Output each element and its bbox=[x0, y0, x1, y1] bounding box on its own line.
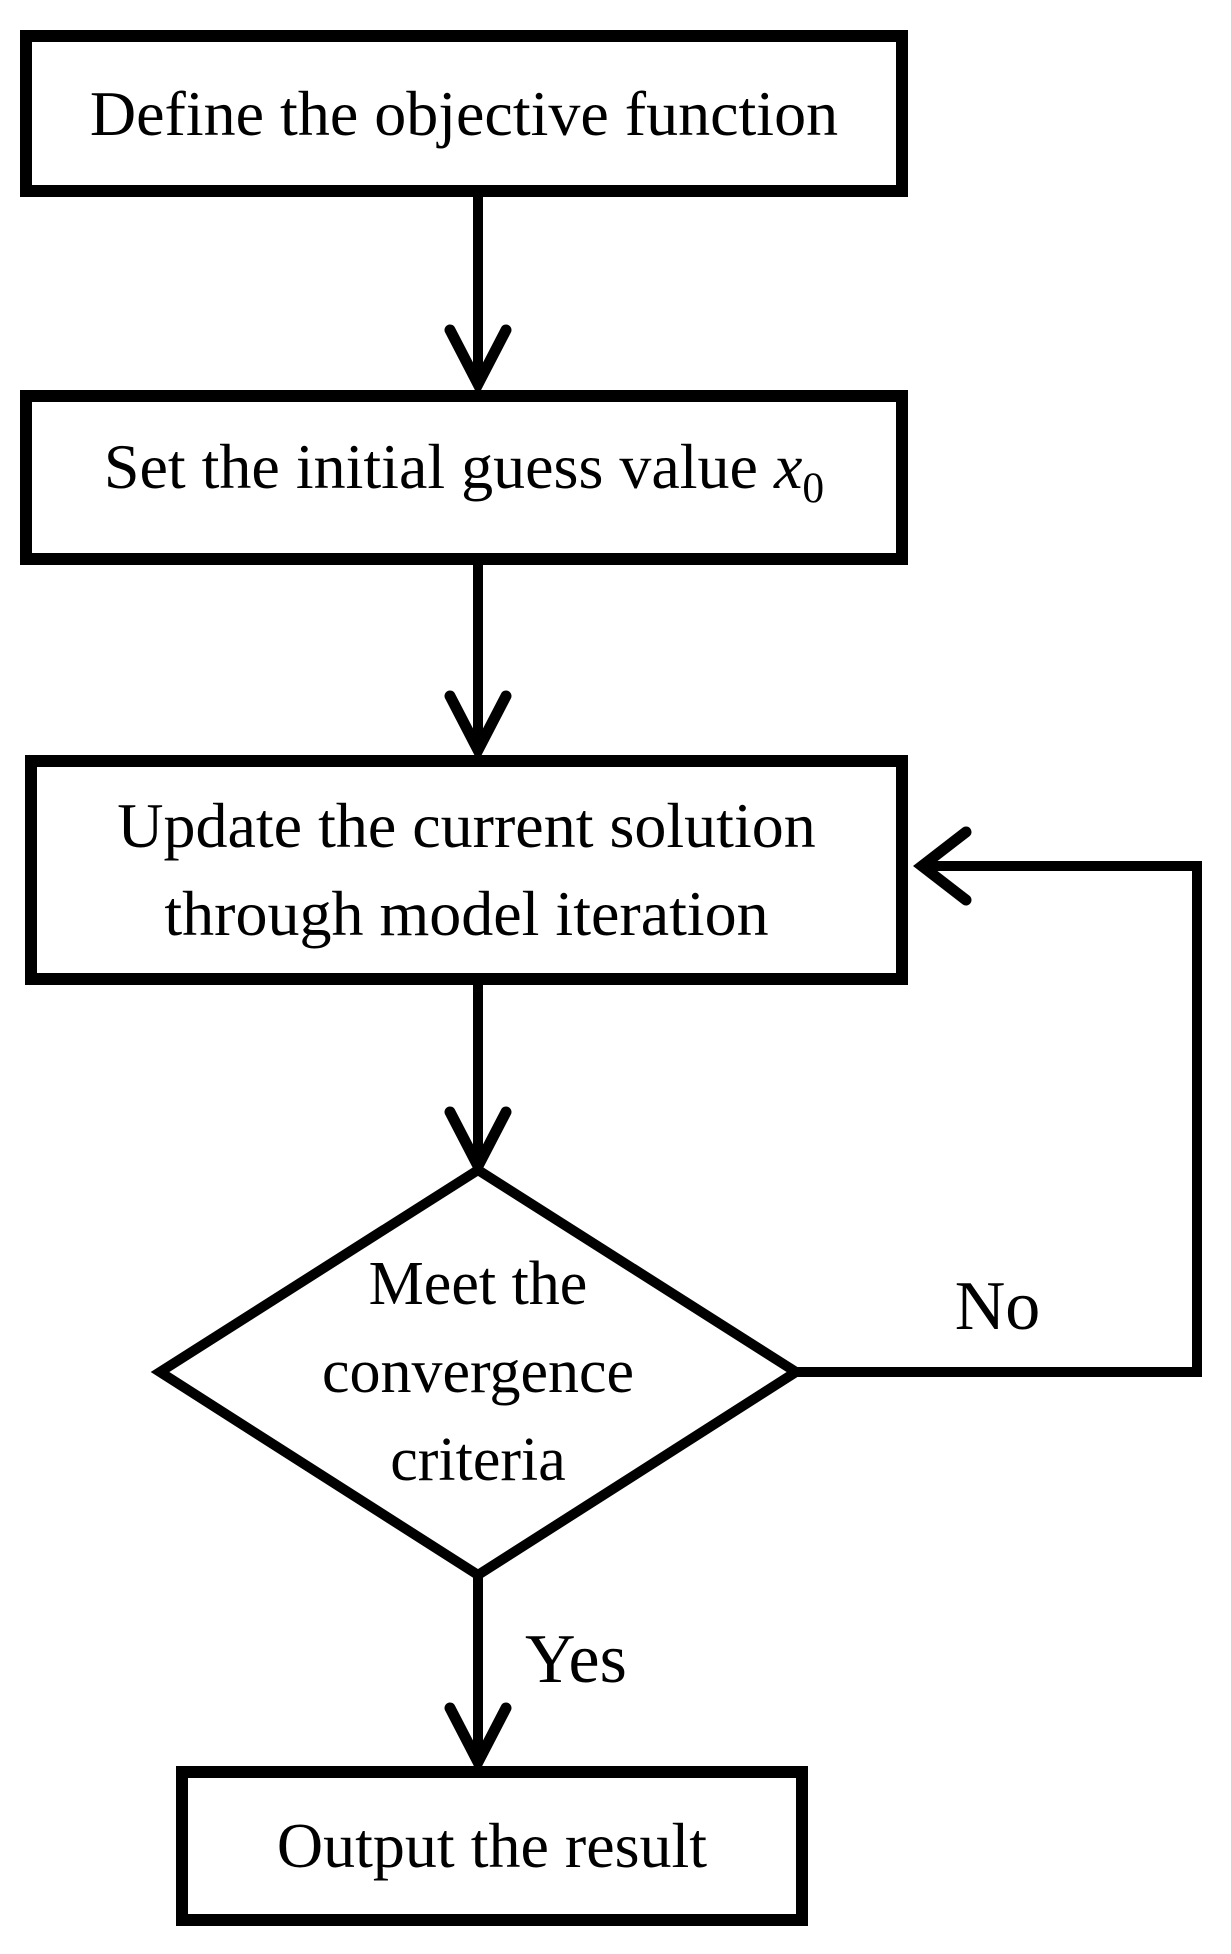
decision-line-2: convergence bbox=[321, 1338, 635, 1406]
decision-label: Meet the convergence criteria bbox=[178, 1240, 778, 1504]
no-branch-label: No bbox=[954, 1268, 1041, 1345]
process-box-update: Update the current solution through mode… bbox=[25, 755, 908, 985]
process-label-define: Define the objective function bbox=[89, 77, 839, 149]
process-box-define: Define the objective function bbox=[20, 30, 908, 197]
update-line-2: through model iteration bbox=[164, 878, 769, 949]
initial-guess-text: Set the initial guess value bbox=[103, 431, 774, 503]
decision-line-1: Meet the bbox=[368, 1250, 588, 1318]
decision-diamond bbox=[150, 1164, 806, 1581]
initial-guess-subscript: 0 bbox=[802, 463, 825, 512]
process-box-initial-guess: Set the initial guess value x0 bbox=[20, 390, 908, 565]
decision-line-3: criteria bbox=[390, 1426, 566, 1494]
arrow-decision-to-update-feedback bbox=[796, 826, 1202, 1377]
initial-guess-variable: x bbox=[773, 431, 803, 503]
yes-branch-label: Yes bbox=[525, 1621, 627, 1698]
process-label-output: Output the result bbox=[276, 1810, 708, 1881]
arrow-init-to-update bbox=[444, 560, 512, 762]
process-box-output: Output the result bbox=[176, 1766, 808, 1926]
process-label-update: Update the current solution through mode… bbox=[117, 782, 815, 958]
update-line-1: Update the current solution bbox=[117, 790, 816, 861]
process-label-initial-guess: Set the initial guess value x0 bbox=[104, 423, 824, 532]
arrow-update-to-decision bbox=[444, 980, 512, 1178]
arrow-define-to-init bbox=[444, 190, 512, 396]
arrow-decision-to-output bbox=[444, 1572, 512, 1774]
